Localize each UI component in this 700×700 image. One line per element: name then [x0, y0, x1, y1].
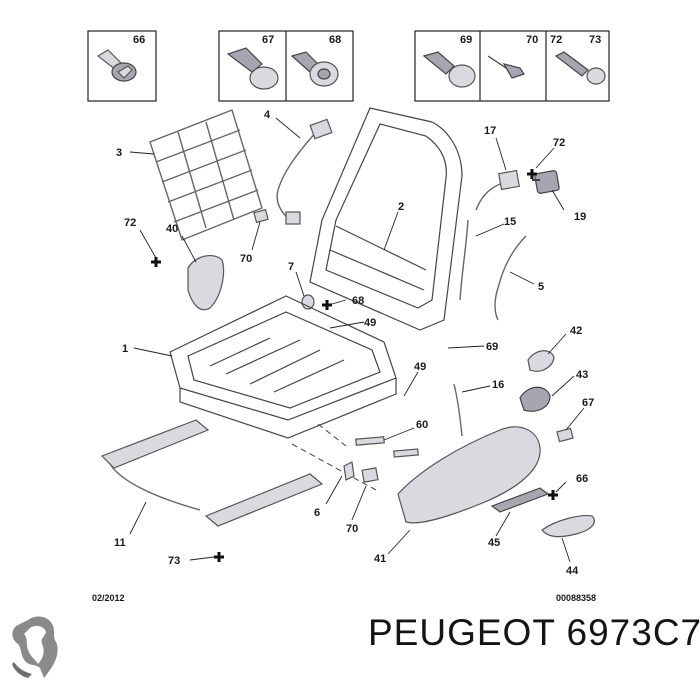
callout-60: 60 [416, 419, 428, 431]
cable-15-part [459, 219, 469, 301]
box-number-70: 70 [526, 34, 538, 46]
callout-49-lower: 49 [414, 361, 426, 373]
handle-19-part [532, 170, 560, 194]
screw-72-73-icon [554, 51, 606, 85]
callout-19: 19 [574, 211, 586, 223]
callout-41: 41 [374, 553, 386, 565]
brand-name: PEUGEOT [368, 612, 556, 653]
pin-60-part [355, 436, 419, 458]
callout-42: 42 [570, 325, 582, 337]
callout-70-lower: 70 [346, 523, 358, 535]
callout-69: 69 [486, 341, 498, 353]
callout-11: 11 [114, 537, 126, 549]
callout-45: 45 [488, 537, 500, 549]
box-number-69: 69 [460, 34, 472, 46]
mechanism-43-part [519, 386, 551, 412]
cable-5-part [494, 235, 527, 321]
spring-mat-part [149, 109, 263, 241]
cover-40-part [187, 254, 225, 311]
alignment-line-b [317, 423, 347, 447]
callout-7: 7 [288, 261, 294, 273]
peugeot-lion-logo-icon [12, 616, 58, 678]
bolt-69-icon [422, 51, 476, 88]
brand-title: PEUGEOT 6973C7 [368, 612, 700, 654]
callout-17: 17 [484, 125, 496, 137]
hardware-box-69-73: 69 70 72 73 [414, 30, 610, 102]
cable-16-part [453, 383, 463, 437]
box-number-73: 73 [589, 34, 601, 46]
callout-73: 73 [168, 555, 180, 567]
backrest-frame-part [309, 107, 463, 331]
cross-marker-68 [322, 300, 332, 310]
label-tag-67 [556, 427, 574, 443]
callout-43: 43 [576, 369, 588, 381]
callout-16: 16 [492, 379, 504, 391]
cross-marker-73 [214, 552, 224, 562]
callout-66: 66 [576, 473, 588, 485]
callout-49-upper: 49 [364, 317, 376, 329]
callout-68: 68 [352, 295, 364, 307]
bracket-17-part [475, 169, 520, 211]
cross-marker-66 [548, 490, 558, 500]
date-code: 02/2012 [92, 593, 125, 603]
cross-marker-72-b [527, 169, 537, 179]
callout-72-left: 72 [124, 217, 136, 229]
label-tag-70-b [361, 467, 379, 483]
box-number-68: 68 [329, 34, 341, 46]
part-number: 6973C7 [566, 612, 700, 653]
nut-68-icon [290, 51, 339, 87]
callout-4: 4 [264, 109, 271, 121]
callout-15: 15 [504, 216, 516, 228]
callout-70-upper: 70 [240, 253, 252, 265]
knob-42-part [527, 350, 555, 372]
cable-4-part [276, 118, 333, 225]
handle-44-part [541, 515, 595, 538]
clip-67-icon [226, 47, 279, 90]
leader-lines [129, 117, 585, 563]
hardware-box-66: 66 [87, 30, 157, 102]
callout-6: 6 [314, 507, 320, 519]
callout-5: 5 [538, 281, 544, 293]
callout-40: 40 [166, 223, 178, 235]
box-number-67: 67 [262, 34, 274, 46]
bracket-6-part [343, 461, 355, 481]
rail-11-part [100, 419, 324, 527]
alignment-line-a [291, 443, 377, 491]
box-number-66: 66 [133, 34, 145, 46]
callout-67: 67 [582, 397, 594, 409]
cross-marker-72-a [151, 257, 161, 267]
rivet-70-icon [487, 55, 525, 79]
callout-1: 1 [122, 343, 128, 355]
callout-3: 3 [116, 147, 122, 159]
screw-66-icon [96, 49, 137, 82]
side-trim-41-part [397, 426, 541, 524]
diagram-reference: 00088358 [556, 593, 596, 603]
box-number-72: 72 [550, 34, 562, 46]
callout-44: 44 [566, 565, 579, 577]
seat-frame-part [169, 295, 397, 439]
label-tag-70-a [253, 208, 269, 224]
callout-2: 2 [398, 201, 404, 213]
callout-72-right: 72 [553, 137, 565, 149]
hardware-box-67-68: 67 68 [218, 30, 354, 102]
